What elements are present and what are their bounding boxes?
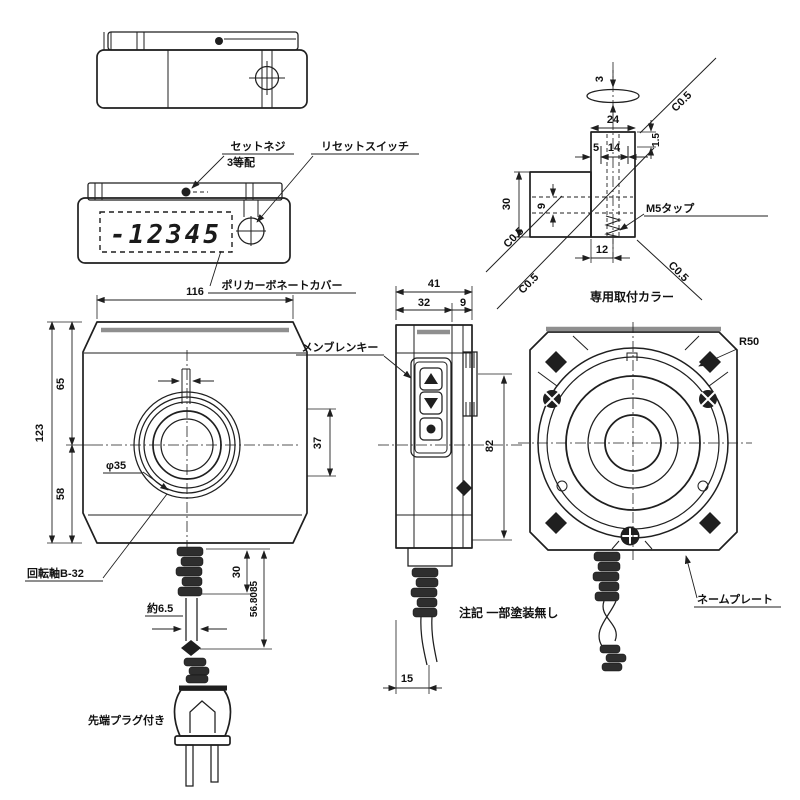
- plug-prong-left: [185, 744, 194, 787]
- front-dimensions: 116 123 65 58 37 φ35: [34, 286, 336, 544]
- dim-cable-upper: 30: [231, 566, 243, 578]
- set-screw-count-label: 3等配: [227, 155, 255, 169]
- down-arrow-icon: [424, 398, 438, 409]
- rear-view: R50 ネームプレート: [518, 322, 781, 672]
- front-view-outline: [82, 321, 308, 544]
- side-screw-diamond: [456, 480, 472, 496]
- keypad-up-button: [419, 367, 443, 391]
- display-view-body: [77, 197, 291, 264]
- dim-collar-pos-a: 5: [593, 142, 599, 154]
- front-view: 116 123 65 58 37 φ35 回転軸B-32: [25, 286, 336, 787]
- radius-label: R50: [739, 336, 759, 348]
- dim-collar-tap-offset: 12: [596, 244, 608, 256]
- rear-ring-screws: [543, 352, 717, 546]
- top-set-screw-dot: [215, 37, 223, 45]
- chamfer-callouts: C0.5 C0.5 C0.5 C0.5: [485, 57, 717, 310]
- side-cable: [407, 547, 453, 666]
- side-view: 41 32 9 82 15 メンブレンキー: [296, 278, 558, 694]
- top-view: [96, 31, 308, 109]
- m5-tap-label-group: M5タップ: [619, 201, 768, 231]
- display-labels: セットネジ 3等配 リセットスイッチ ポリカーボネートカバー: [191, 140, 419, 294]
- dim-side-offset: 15: [401, 673, 413, 685]
- chamfer-label-d: C0.5: [666, 259, 691, 284]
- plug-label: 先端プラグ付き: [88, 713, 165, 727]
- plug-inner-outline: [189, 700, 216, 733]
- dim-collar-inner: 9: [536, 203, 548, 209]
- lcd-window: [99, 211, 233, 253]
- dim-collar-lens: 3: [594, 76, 606, 82]
- dim-front-height: 123: [34, 424, 46, 442]
- dim-side-front: 32: [418, 297, 430, 309]
- collar-lens: [586, 88, 640, 104]
- cable-twist: [181, 640, 201, 656]
- dim-cable-dia: 約6.5: [147, 601, 173, 615]
- dim-bore-label: φ35: [106, 460, 126, 472]
- top-view-body: [96, 49, 308, 109]
- side-dimensions: 41 32 9 82 15: [383, 278, 512, 694]
- rear-corner-screws: [537, 335, 729, 550]
- membrane-keypad: [410, 357, 452, 458]
- note-label: 注記 一部塗装無し: [459, 605, 558, 620]
- chamfer-label-a: C0.5: [501, 225, 526, 250]
- side-collar-boss: [462, 351, 478, 417]
- dim-front-lower: 58: [55, 488, 67, 500]
- membrane-key-label-group: メンブレンキー: [296, 340, 412, 379]
- name-plate-label-group: ネームプレート: [684, 555, 781, 608]
- dim-side-total: 41: [428, 278, 440, 290]
- dim-collar-pos-b: 14: [608, 142, 621, 154]
- top-view-details: [103, 32, 296, 108]
- lcd-value: -12345: [110, 220, 222, 250]
- chamfer-label-b: C0.5: [516, 271, 541, 296]
- dim-collar-width: 24: [607, 114, 620, 126]
- keypad-down-button: [419, 391, 443, 415]
- plug-prong-right: [210, 744, 219, 783]
- plug-base: [174, 735, 231, 746]
- shaft-label-group: 回転軸B-32: [25, 493, 168, 582]
- membrane-key-label: メンブレンキー: [302, 340, 379, 354]
- shaft-label: 回転軸B-32: [27, 566, 84, 580]
- set-screw-label: セットネジ: [231, 140, 286, 153]
- plug-body: [173, 689, 232, 737]
- collar-detail: 3 24 5 14 1.5 12: [485, 57, 768, 310]
- name-plate-label: ネームプレート: [697, 592, 773, 606]
- collar-caption: 専用取付カラー: [590, 289, 674, 304]
- set-screw-dot: [181, 187, 191, 197]
- chamfer-label-c: C0.5: [669, 89, 694, 114]
- dim-cable-total: 56.8085: [249, 580, 260, 617]
- display-view-lip: [87, 182, 283, 201]
- dim-collar-step: 1.5: [651, 133, 662, 147]
- up-arrow-icon: [424, 373, 438, 384]
- collar-flange: [529, 171, 592, 238]
- m5-tap-label: M5タップ: [646, 201, 695, 215]
- dim-front-upper: 65: [55, 378, 67, 390]
- display-view: -12345: [77, 182, 291, 264]
- radius-label-group: R50: [698, 336, 759, 367]
- dim-collar-flange: 30: [501, 198, 513, 210]
- polycarbonate-cover-label: ポリカーボネートカバー: [222, 278, 343, 292]
- front-cable: 約6.5 30 56.8085: [145, 546, 272, 684]
- dim-side-rear: 9: [460, 297, 466, 309]
- dim-side-height: 82: [484, 440, 496, 452]
- rear-cable: [592, 551, 627, 672]
- rear-view-outline: [529, 331, 738, 551]
- reset-switch-label: リセットスイッチ: [321, 140, 409, 153]
- dim-front-width: 116: [186, 286, 204, 298]
- keypad-reset-button: [419, 417, 443, 441]
- collar-dimensions: 24 5 14 1.5 12 30 9: [501, 114, 662, 263]
- thread-symbol: [604, 215, 622, 238]
- dot-icon: [426, 424, 436, 434]
- power-plug: 先端プラグ付き: [88, 685, 232, 787]
- dim-front-right: 37: [312, 437, 324, 449]
